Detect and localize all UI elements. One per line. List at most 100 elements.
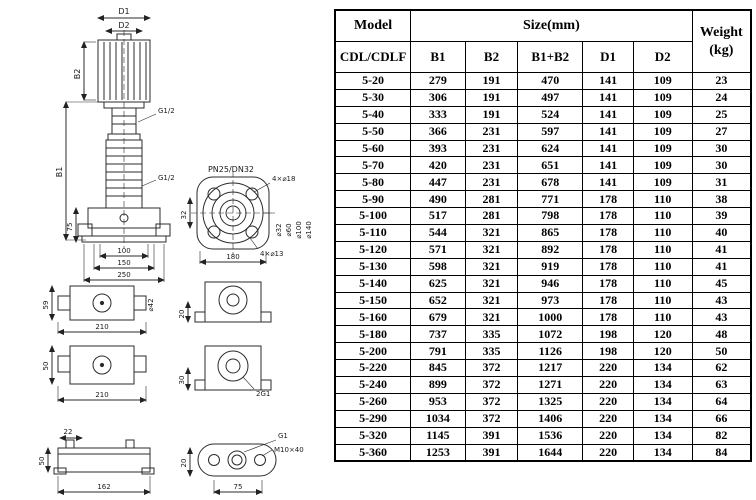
cell-model: 5-110 [334,224,412,242]
cell-model: 5-70 [334,156,412,175]
cell-b2: 281 [464,207,519,226]
cell-w: 84 [691,443,752,462]
cell-model: 5-260 [334,392,412,411]
col-header-model: Model [334,9,412,42]
cell-b1b2: 597 [517,122,584,141]
cell-b1: 447 [410,173,466,192]
cell-b1b2: 798 [517,207,584,226]
cell-model: 5-80 [334,173,412,192]
col-header-b1: B1 [410,41,466,73]
cell-d1: 220 [582,392,634,411]
dia-60-label: ⌀60 [285,223,293,236]
dim-50a-label: 50 [42,362,50,371]
cell-b1: 490 [410,190,466,209]
cell-b1: 366 [410,122,466,141]
cell-d2: 110 [632,190,693,209]
dim-180-label: 180 [226,253,239,261]
cell-model: 5-320 [334,426,412,445]
cell-b1: 953 [410,392,466,411]
flange-top-view [187,171,275,265]
cell-b1b2: 678 [517,173,584,192]
cell-b2: 372 [464,392,519,411]
cell-w: 27 [691,122,752,141]
cell-w: 45 [691,274,752,293]
cell-b2: 191 [464,105,519,124]
weight-unit-label: (kg) [709,42,734,58]
col-header-size: Size(mm) [410,9,693,42]
cell-model: 5-30 [334,88,412,107]
weight-label: Weight [699,25,743,40]
dim-150-label: 150 [117,259,130,267]
dim-20a-label: 20 [178,310,186,319]
cell-w: 40 [691,224,752,242]
cell-model: 5-130 [334,257,412,276]
col-header-b2: B2 [464,41,519,73]
cell-d2: 134 [632,409,693,428]
cell-d1: 141 [582,156,634,175]
cell-d2: 134 [632,426,693,445]
dim-75-label: 75 [66,223,74,232]
cell-b1: 791 [410,342,466,361]
dim-75b-label: 75 [234,483,243,491]
col-header-model-series: CDL/CDLF [334,41,412,73]
cell-model: 5-40 [334,105,412,124]
cell-d2: 109 [632,72,693,90]
cell-w: 30 [691,156,752,175]
dim-b2-label: B2 [73,69,82,80]
cell-d1: 141 [582,88,634,107]
dia-140-label: ⌀140 [305,221,313,239]
cell-d1: 220 [582,426,634,445]
cell-b1: 845 [410,359,466,378]
cell-d2: 134 [632,443,693,462]
cell-w: 50 [691,342,752,361]
cell-d2: 109 [632,156,693,175]
cell-b1b2: 1325 [517,392,584,411]
cell-b1b2: 865 [517,224,584,242]
dim-22-label: 22 [64,428,73,436]
cell-d1: 178 [582,224,634,242]
cell-b1b2: 1536 [517,426,584,445]
pump-front-view [63,15,171,283]
cell-b1b2: 1072 [517,325,584,344]
dia-42-label: ⌀42 [147,298,155,311]
cell-d1: 178 [582,190,634,209]
cell-w: 64 [691,392,752,411]
support-view-1 [49,285,147,335]
support-view-2 [49,345,147,403]
cell-b2: 231 [464,173,519,192]
cell-d1: 141 [582,139,634,158]
cell-b2: 335 [464,342,519,361]
dim-30-label: 30 [178,376,186,385]
cell-w: 43 [691,308,752,327]
cell-d2: 110 [632,224,693,242]
cell-d2: 109 [632,139,693,158]
cell-b2: 191 [464,88,519,107]
cell-b1: 737 [410,325,466,344]
cell-d2: 134 [632,359,693,378]
flange-spec-label: PN25/DN32 [208,165,254,174]
cell-d1: 198 [582,342,634,361]
cell-b1: 652 [410,291,466,310]
cell-b1: 1145 [410,426,466,445]
col-header-d2: D2 [632,41,693,73]
cell-d2: 120 [632,325,693,344]
cell-w: 39 [691,207,752,226]
port-g12-lower-label: G1/2 [158,174,175,182]
cell-w: 41 [691,240,752,259]
dim-b1-label: B1 [55,167,64,178]
cell-d2: 110 [632,240,693,259]
cell-b1: 279 [410,72,466,90]
bearing-view-2 [185,345,272,391]
cell-b1: 544 [410,224,466,242]
cell-d2: 110 [632,291,693,310]
cell-d1: 178 [582,207,634,226]
